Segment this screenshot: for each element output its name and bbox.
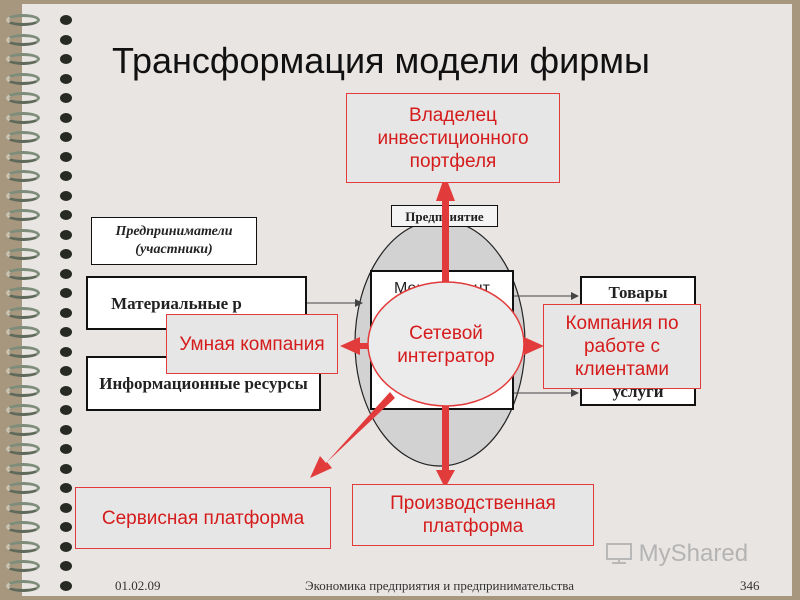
network-integrator-circle: [367, 281, 525, 407]
binding-hole: [60, 502, 72, 513]
spiral-ring: [6, 423, 40, 436]
binding-hole: [60, 522, 72, 532]
slide-title: Трансформация модели фирмы: [112, 40, 650, 81]
binding-hole: [60, 249, 72, 259]
binding-hole: [60, 307, 72, 318]
production-platform-box: Производственная платформа: [352, 484, 594, 546]
spiral-ring: [6, 579, 40, 592]
binding-hole: [60, 580, 72, 591]
watermark-text: MyShared: [638, 540, 749, 567]
smart-company-box: Умная компания: [166, 314, 338, 374]
spiral-ring: [6, 14, 40, 26]
binding-hole: [60, 54, 72, 64]
spiral-ring: [6, 521, 40, 533]
binding-hole: [60, 541, 72, 552]
portfolio-owner-box: Владелец инвестиционного портфеля: [346, 93, 560, 183]
binding-hole: [60, 288, 72, 298]
entrepreneurs-label: Предприниматели (участники): [115, 224, 233, 257]
portfolio-owner-label: Владелец инвестиционного портфеля: [377, 104, 529, 172]
binding-hole: [60, 132, 72, 142]
spiral-ring: [6, 111, 40, 124]
network-integrator-label: Сетевой интегратор: [397, 323, 495, 367]
binding-hole: [60, 15, 72, 25]
entrepreneurs-box: Предприниматели (участники): [91, 217, 257, 265]
footer-date: 01.02.09: [115, 578, 161, 593]
binding-hole: [60, 424, 72, 435]
service-platform-label: Сервисная платформа: [101, 507, 305, 529]
watermark: MyShared: [606, 540, 748, 568]
footer-page: 346: [740, 578, 760, 593]
spiral-ring: [6, 92, 40, 104]
binding-hole: [60, 366, 72, 376]
spiral-ring: [6, 267, 40, 280]
spiral-ring: [6, 384, 40, 397]
information-resources-label: Информационные ресурсы: [99, 374, 308, 393]
binding-hole: [60, 93, 72, 103]
binding-hole: [60, 268, 72, 279]
spiral-ring: [6, 443, 40, 455]
binding-hole: [60, 34, 72, 45]
production-platform-label: Производственная платформа: [390, 493, 556, 537]
binding-hole: [60, 151, 72, 162]
binding-hole: [60, 444, 72, 454]
spiral-ring: [6, 540, 40, 553]
spiral-ring: [6, 170, 40, 182]
spiral-ring: [6, 326, 40, 338]
binding-hole: [60, 463, 72, 474]
spiral-ring: [6, 404, 40, 416]
spiral-ring: [6, 482, 40, 494]
binding-hole: [60, 327, 72, 337]
spiral-ring: [6, 287, 40, 299]
presentation-icon: [606, 543, 632, 564]
binding-hole: [60, 483, 72, 493]
binding-hole: [60, 171, 72, 181]
binding-hole: [60, 210, 72, 220]
arrow-left: [340, 337, 385, 355]
spiral-ring: [6, 462, 40, 475]
spiral-ring: [6, 345, 40, 358]
arrow-down: [436, 380, 455, 488]
binding-hole: [60, 561, 72, 571]
arrow-diagonal: [310, 392, 395, 478]
spiral-ring: [6, 150, 40, 163]
spiral-ring: [6, 365, 40, 377]
binding-hole: [60, 229, 72, 240]
customer-company-label: Компания по работе с клиентами: [565, 313, 679, 380]
material-resources-label: Материальные р: [111, 293, 242, 313]
spiral-ring: [6, 72, 40, 85]
spiral-ring: [6, 131, 40, 143]
binding-hole: [60, 385, 72, 396]
footer-course: Экономика предприятия и предпринимательс…: [305, 578, 575, 593]
smart-company-label: Умная компания: [179, 333, 325, 355]
goods-label: Товары: [608, 282, 668, 302]
spiral-ring: [6, 306, 40, 319]
binding-hole: [60, 405, 72, 415]
spiral-ring: [6, 248, 40, 260]
service-platform-box: Сервисная платформа: [75, 487, 331, 549]
spiral-ring: [6, 228, 40, 241]
spiral-ring: [6, 53, 40, 65]
binding-hole: [60, 73, 72, 84]
binding-hole: [60, 346, 72, 357]
spiral-ring: [6, 501, 40, 514]
spiral-ring: [6, 209, 40, 221]
arrow-up: [436, 175, 455, 300]
network-integrator-node: Сетевой интегратор: [378, 308, 514, 382]
spiral-ring: [6, 33, 40, 46]
customer-company-box: Компания по работе с клиентами: [543, 304, 701, 389]
binding-hole: [60, 190, 72, 201]
binding-hole: [60, 112, 72, 123]
spiral-ring: [6, 189, 40, 202]
spiral-ring: [6, 560, 40, 572]
